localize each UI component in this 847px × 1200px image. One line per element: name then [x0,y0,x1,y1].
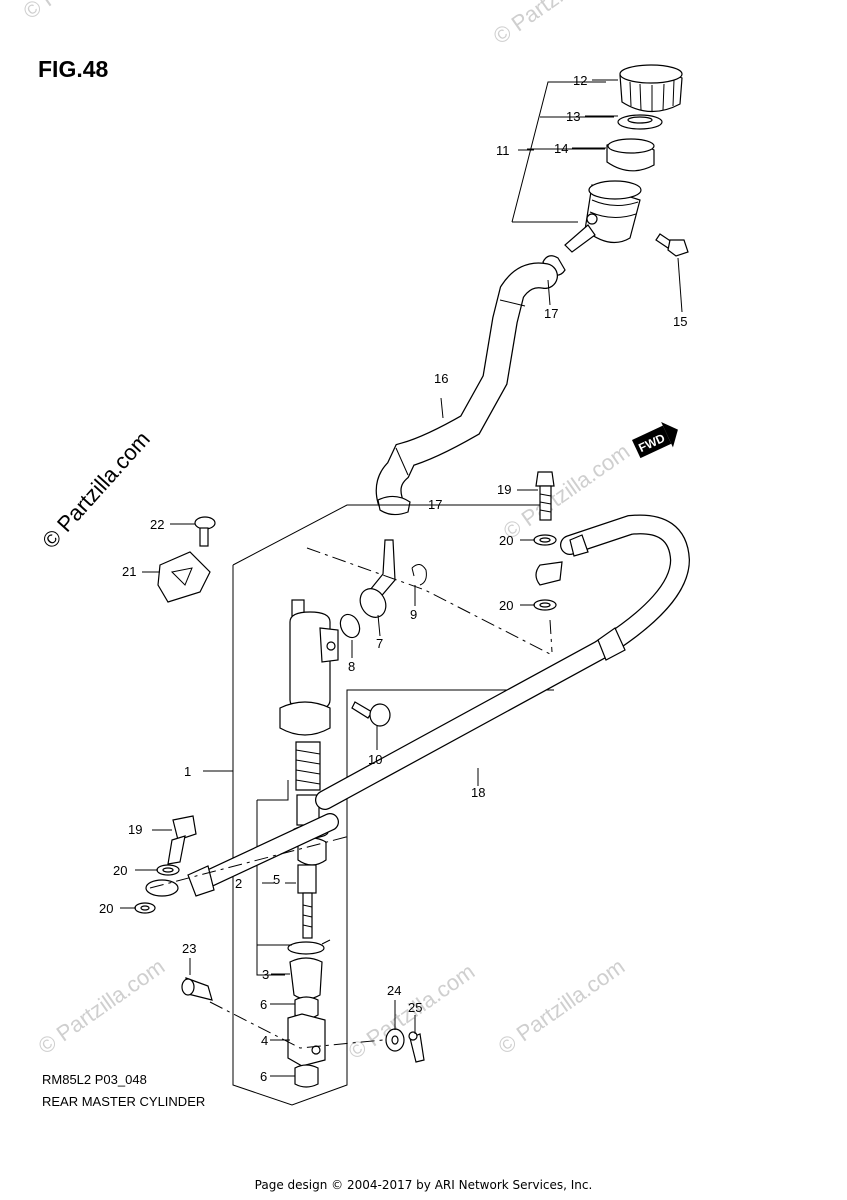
callout-25: 25 [408,1000,422,1015]
callout-23: 23 [182,941,196,956]
align-line-top [306,547,553,656]
callout-17-upper: 17 [544,306,558,321]
callout-19-right: 19 [497,482,511,497]
brake-hose-18 [315,514,691,810]
reservoir-bolt-15 [655,233,689,257]
boot-3 [289,957,323,1000]
bracket-2 [256,780,292,976]
leader-lines [120,79,683,1077]
callout-9: 9 [410,607,417,622]
diaphragm-plate-13 [617,114,663,130]
diagram-code: RM85L2 P03_048 [42,1072,147,1087]
union-bolt-19-left [167,815,197,865]
clevis-4 [287,1013,326,1067]
cotter-pin-25 [408,1031,425,1063]
callout-4: 4 [261,1033,268,1048]
callout-20-right-upper: 20 [499,533,513,548]
nut-6-lower [294,1064,319,1088]
figure-title: FIG.48 [38,56,109,82]
fwd-direction-badge: FWD [632,422,678,459]
banjo-fitting-left [145,813,339,897]
callout-13: 13 [566,109,580,124]
align-line-washer [549,619,553,653]
callout-12: 12 [573,73,587,88]
callout-10: 10 [368,752,382,767]
callout-18: 18 [471,785,485,800]
align-line-left [149,835,351,889]
reservoir-tank-11 [564,180,642,253]
reservoir-cap-12 [619,64,683,113]
mounting-bolt-10 [351,701,391,727]
callout-11: 11 [496,143,510,158]
callout-22: 22 [150,517,164,532]
callout-20-left-upper: 20 [113,863,127,878]
cylinder-body [279,599,339,736]
callout-labels: 1 2 3 4 5 6 6 7 8 9 10 11 12 13 14 15 16… [99,73,687,1084]
diaphragm-14 [606,138,655,172]
circlip-part [287,939,331,955]
clamp-17-lower [377,495,411,516]
callout-17-lower: 17 [428,497,442,512]
pushrod-5 [297,864,317,939]
assembly-boundary-1 [232,565,554,1106]
watermark-lower-left: © Partzilla.com [34,954,170,1060]
washer-20-right-lower [533,599,557,611]
callout-8: 8 [348,659,355,674]
pin-23 [181,977,213,1001]
diagram-caption: REAR MASTER CYLINDER [42,1094,206,1109]
spring-part [295,741,321,791]
callout-20-left-lower: 20 [99,901,113,916]
watermark-side: © Partzilla.com [37,426,155,553]
circlip-9 [411,564,427,586]
callout-5: 5 [273,872,280,887]
callout-1: 1 [184,764,191,779]
callout-6-lower: 6 [260,1069,267,1084]
reservoir-hose-16 [375,262,558,513]
callout-16: 16 [434,371,448,386]
callout-6-upper: 6 [260,997,267,1012]
washer-20-right-upper [533,534,557,546]
inlet-connector-7 [359,539,396,618]
washer-20-left-upper [156,864,180,876]
union-bolt-19-right [535,471,555,521]
washer-20-left-lower [134,902,156,914]
o-ring-8 [339,613,361,639]
watermark-top-left: © Partzilla.com [19,0,155,24]
bracket-11-to-12 [511,81,606,223]
watermark-top-right: © Partzilla.com [489,0,625,49]
callout-3: 3 [262,967,269,982]
callout-14: 14 [554,141,568,156]
callout-20-right-lower: 20 [499,598,513,613]
watermark-lower-right: © Partzilla.com [494,954,630,1060]
page-credit: Page design © 2004-2017 by ARI Network S… [254,1178,593,1192]
hose-guide-21 [157,551,211,603]
callout-2: 2 [235,876,242,891]
assembly-boundary-1-top [232,504,548,566]
washer-24 [385,1028,405,1052]
screw-22 [194,516,216,547]
callout-15: 15 [673,314,687,329]
callout-19-left: 19 [128,822,142,837]
callout-24: 24 [387,983,401,998]
align-line-pin [209,1001,384,1049]
callout-21: 21 [122,564,136,579]
callout-7: 7 [376,636,383,651]
